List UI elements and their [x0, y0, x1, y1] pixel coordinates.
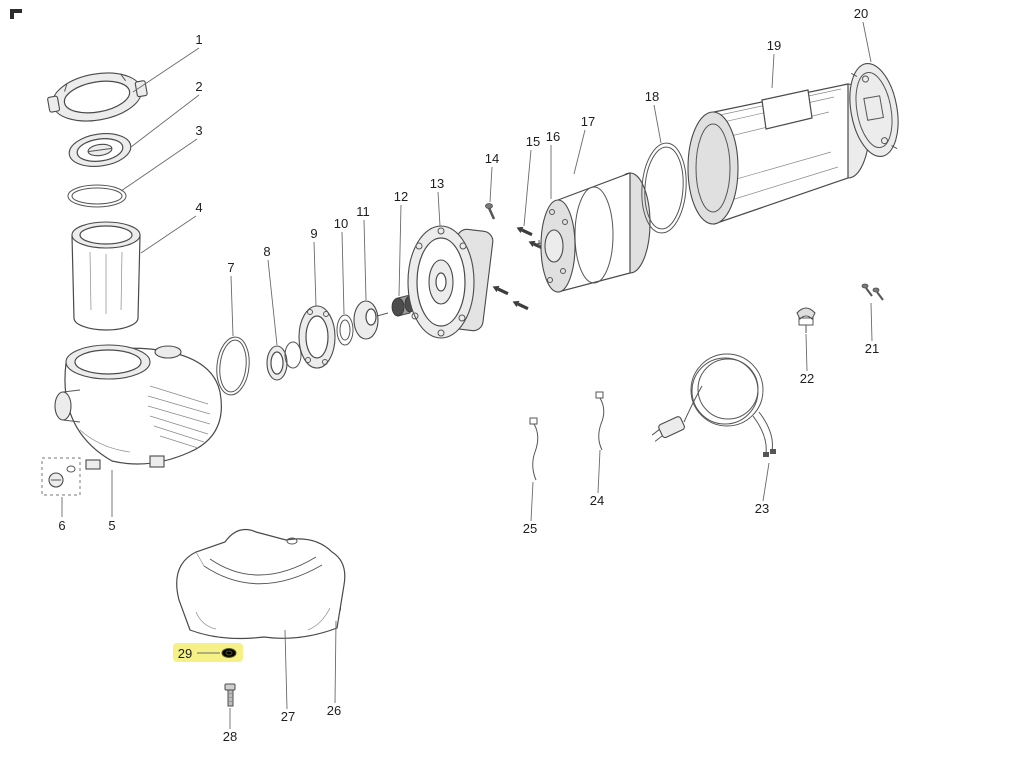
part-11-impeller [353, 300, 389, 340]
part-label-24[interactable]: 24 [590, 493, 604, 508]
part-21-screws [861, 283, 884, 301]
part-22-cord-clamp [796, 307, 816, 333]
part-label-5[interactable]: 5 [108, 518, 115, 533]
part-label-18[interactable]: 18 [645, 89, 659, 104]
part-12-shaft-seal [391, 294, 416, 317]
part-14-screw [485, 203, 496, 220]
part-label-26[interactable]: 26 [327, 703, 341, 718]
leader-lines [61, 21, 873, 729]
part-13-seal-plate-large [407, 225, 494, 339]
part-3-o-ring [67, 184, 127, 208]
part-8-diffuser [266, 341, 302, 381]
part-17-motor-body [557, 172, 651, 293]
part-19-motor-housing [687, 83, 870, 225]
part-5-pump-housing [54, 344, 222, 470]
part-16-motor-face [535, 199, 576, 293]
part-15-motor-bolts [492, 226, 545, 311]
part-27-base [176, 529, 346, 640]
part-label-8[interactable]: 8 [263, 244, 270, 259]
part-29-washer-highlight [173, 643, 243, 662]
part-label-1[interactable]: 1 [195, 32, 202, 47]
part-label-23[interactable]: 23 [755, 501, 769, 516]
part-label-22[interactable]: 22 [800, 371, 814, 386]
part-1-clamp-ring [47, 72, 148, 122]
part-label-28[interactable]: 28 [223, 729, 237, 744]
part-23-power-cord [651, 353, 776, 457]
part-label-17[interactable]: 17 [581, 114, 595, 129]
part-labels: 1 2 3 4 5 6 7 8 9 10 11 12 13 14 15 16 1… [58, 6, 879, 744]
part-label-3[interactable]: 3 [195, 123, 202, 138]
part-6-drain-plug [41, 457, 81, 496]
part-label-4[interactable]: 4 [195, 200, 202, 215]
part-label-20[interactable]: 20 [854, 6, 868, 21]
part-18-o-ring [641, 142, 687, 234]
corner-mark [10, 9, 22, 19]
part-28-bolt [224, 683, 236, 707]
part-label-11[interactable]: 11 [356, 204, 370, 219]
part-label-15[interactable]: 15 [526, 134, 540, 149]
part-label-6[interactable]: 6 [58, 518, 65, 533]
part-label-19[interactable]: 19 [767, 38, 781, 53]
part-label-29[interactable]: 29 [178, 646, 192, 661]
part-label-25[interactable]: 25 [523, 521, 537, 536]
part-label-21[interactable]: 21 [865, 341, 879, 356]
part-label-27[interactable]: 27 [281, 709, 295, 724]
part-label-16[interactable]: 16 [546, 129, 560, 144]
part-20-end-cap [849, 62, 899, 158]
part-label-14[interactable]: 14 [485, 151, 499, 166]
part-10-gasket [336, 314, 354, 346]
part-24-wire-tie [595, 391, 605, 451]
part-9-seal-plate [298, 305, 336, 369]
part-4-strainer-basket [71, 221, 141, 331]
part-label-13[interactable]: 13 [430, 176, 444, 191]
part-label-12[interactable]: 12 [394, 189, 408, 204]
part-7-o-ring [216, 336, 250, 396]
part-25-wire-tie [529, 417, 539, 481]
part-label-10[interactable]: 10 [334, 216, 348, 231]
part-label-7[interactable]: 7 [227, 260, 234, 275]
part-2-lid [68, 133, 132, 167]
part-label-2[interactable]: 2 [195, 79, 202, 94]
part-label-9[interactable]: 9 [310, 226, 317, 241]
